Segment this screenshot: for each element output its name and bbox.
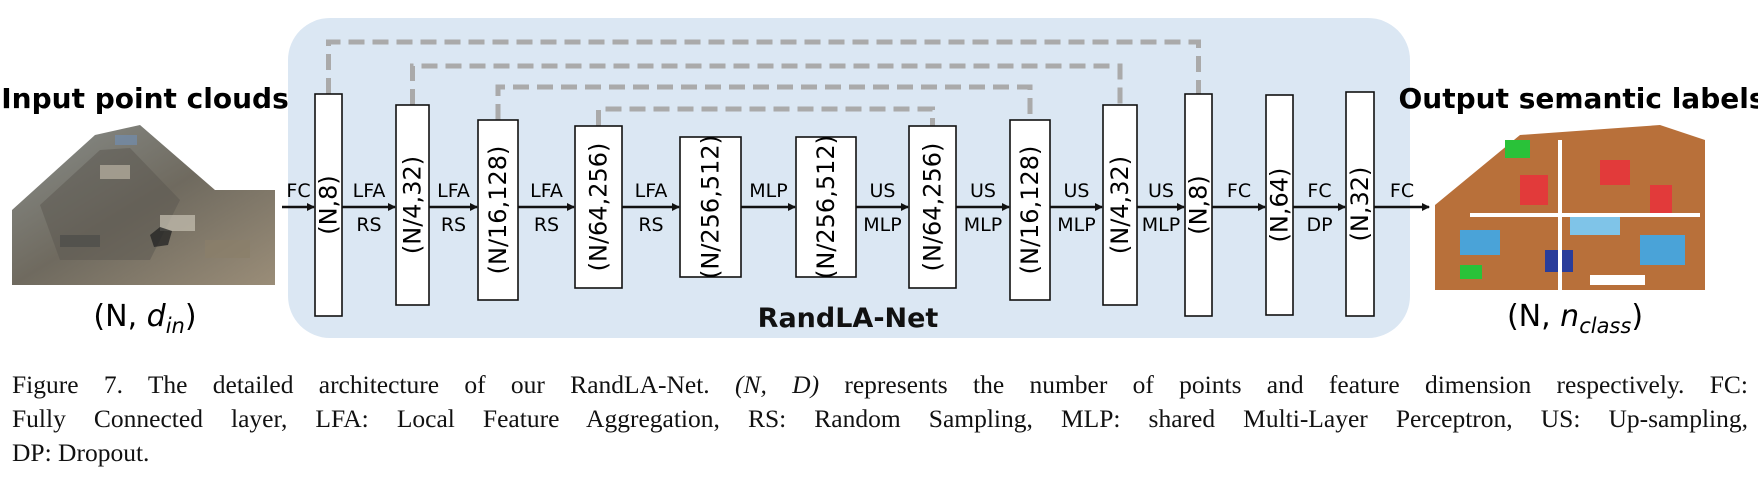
connection-top-label: US [1148,180,1174,202]
connection-bottom-label: RS [638,214,663,236]
connection-top-label: FC [286,180,310,202]
connection-top-label: US [970,180,996,202]
connection-top-label: MLP [749,180,787,202]
layer-shape-label: (N/64,256) [585,143,613,272]
connection-top-label: FC [1227,180,1251,202]
input-point-cloud-image [12,125,275,285]
architecture-diagram: (N,8) (N/4,32) (N/16,128) (N/64,256) (N/256,… [1,18,1758,338]
layer-shape-label: (N,8) [1185,175,1213,235]
layer-box [1345,91,1375,317]
layer-box [908,125,957,289]
layer-box [1009,119,1051,301]
layer-box [679,136,742,278]
layer-box [1102,104,1138,306]
skip-connection [410,63,1123,105]
connection-bottom-label: MLP [1057,214,1095,236]
layer-shape-label: (N/4,32) [399,156,427,254]
connection-top-label: FC [1390,180,1414,202]
caption-math: (N, D) [734,370,820,399]
figure-caption: Figure 7. The detailed architecture of o… [12,368,1748,470]
connection-top-label: LFA [437,180,470,202]
layer-boxes: (N,8) (N/4,32) (N/16,128) (N/64,256) (N/256,… [314,91,1375,317]
network-title: RandLA-Net [758,303,939,334]
connection-bottom-label: MLP [1142,214,1180,236]
connection-bottom-label: MLP [863,214,901,236]
output-title: Output semantic labels [1398,82,1758,115]
skip-connection [495,84,1033,120]
connection-bottom-label: RS [356,214,381,236]
connection-top-label: LFA [635,180,668,202]
connection-top-label: US [870,180,896,202]
input-title: Input point clouds [1,82,288,115]
layer-box [574,125,623,289]
layer-box [395,104,430,306]
input-shape: (N, din) [93,299,196,338]
layer-shape-label: (N/16,128) [484,146,512,275]
layer-shape-label: (N/256,512) [697,135,725,279]
connection-bottom-label: DP [1306,214,1332,236]
layer-shape-label: (N,8) [315,175,343,235]
layer-shape-label: (N,64) [1266,168,1294,243]
layer-box [1265,94,1294,316]
layer-shape-label: (N/16,128) [1016,146,1044,275]
layer-box [314,93,343,317]
connection-top-label: LFA [530,180,563,202]
caption-line-1: Figure 7. The detailed architecture of o… [12,370,1748,399]
layer-shape-label: (N/4,32) [1106,156,1134,254]
connection-bottom-label: RS [534,214,559,236]
layer-box [1184,93,1213,317]
caption-line-2: Fully Connected layer, LFA: Local Featur… [12,404,1748,433]
layer-box [477,119,519,301]
layer-shape-label: (N/256,512) [812,135,840,279]
layer-shape-label: (N/64,256) [919,143,947,272]
layer-shape-label: (N,32) [1346,167,1374,242]
skip-connections [326,39,1201,126]
caption-line-3: DP: Dropout. [12,438,150,467]
connection-bottom-label: RS [441,214,466,236]
connection-top-label: US [1064,180,1090,202]
output-semantic-labels-image [1435,125,1705,290]
connection-top-label: FC [1307,180,1331,202]
output-shape: (N, nclass) [1507,299,1643,338]
connection-labels: FC LFA RS LFA RS LFA RS LFA RS MLP US MLP US MLP US MLP… [286,180,1414,236]
connection-top-label: LFA [353,180,386,202]
skip-connection [326,39,1201,94]
layer-box [795,136,857,278]
skip-connection [596,106,935,126]
connection-bottom-label: MLP [964,214,1002,236]
